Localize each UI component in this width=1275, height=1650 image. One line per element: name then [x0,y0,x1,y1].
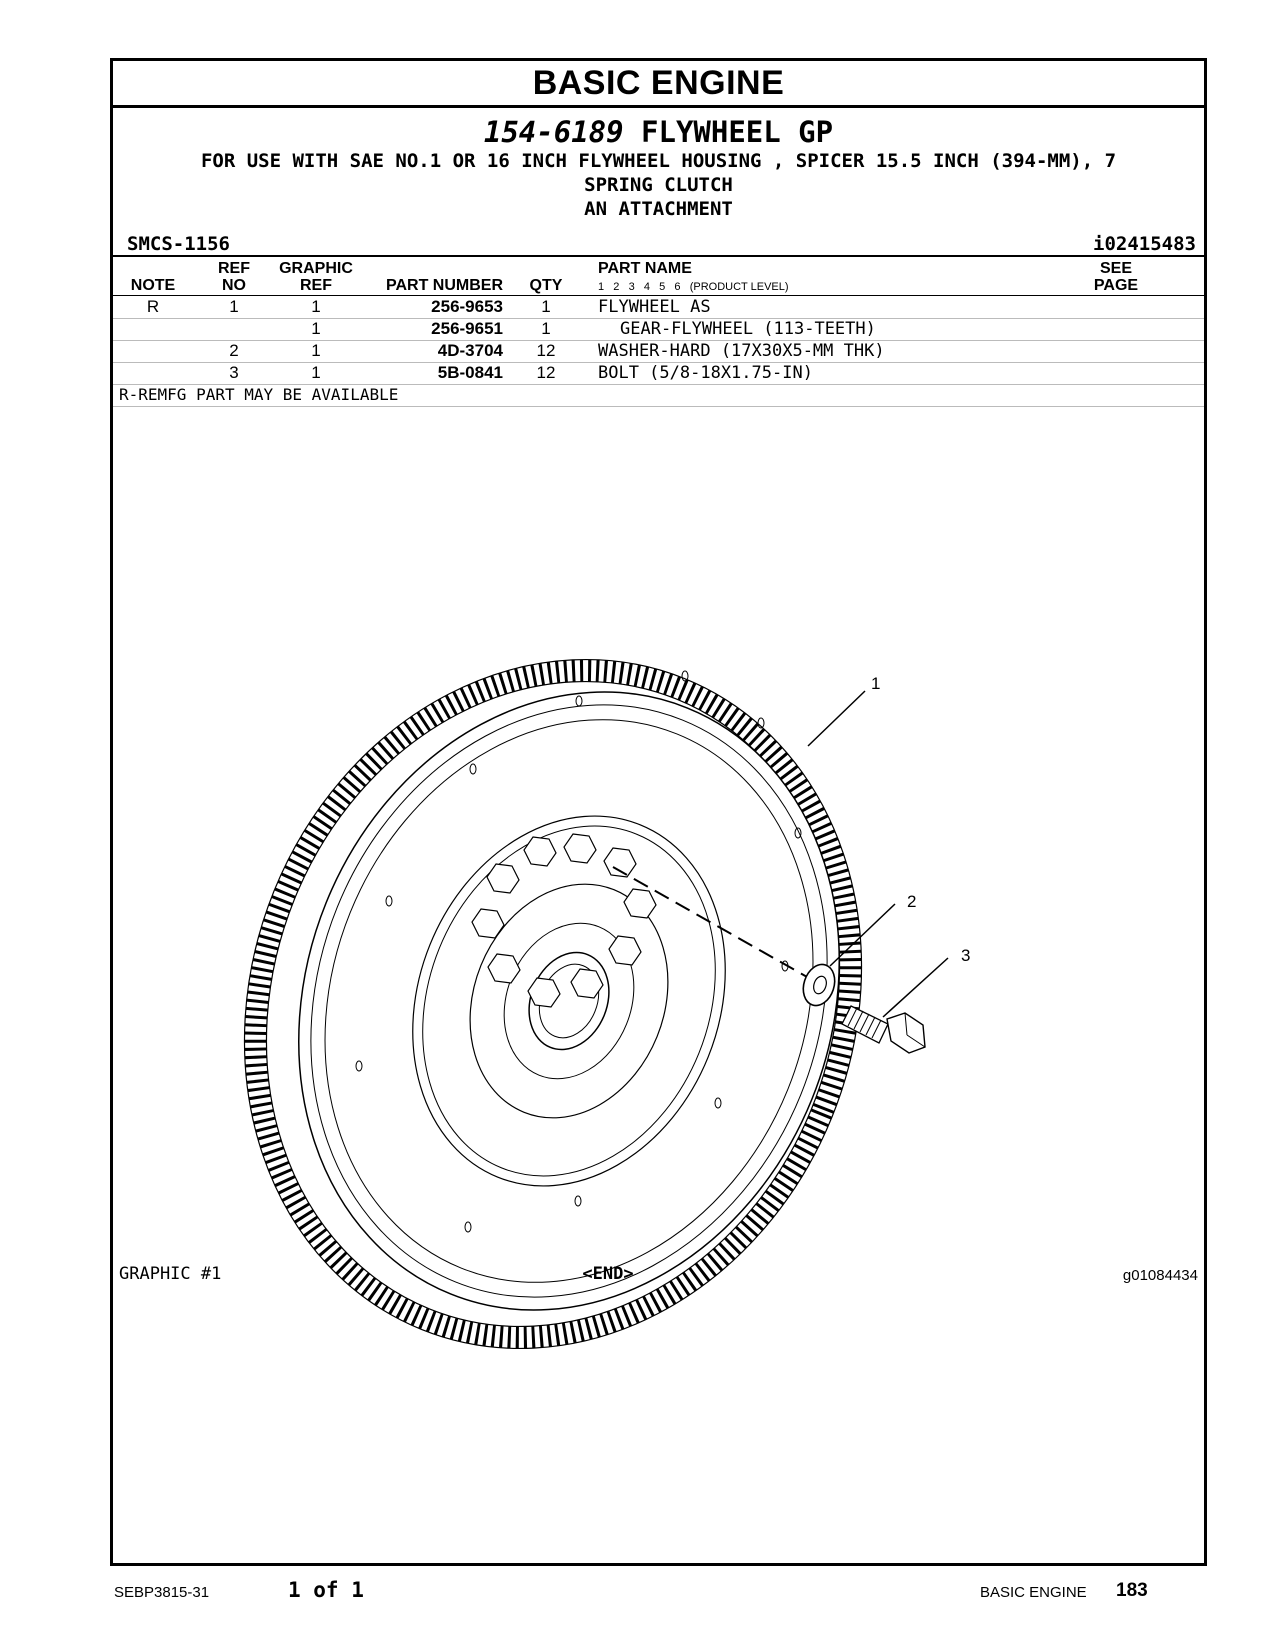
col-part-number: PART NUMBER [385,277,503,294]
group-description-2: SPRING CLUTCH [584,174,733,196]
row-rule [113,362,1204,363]
group-part-number[interactable]: 154-6189 [483,115,624,149]
section-title: BASIC ENGINE [113,61,1204,108]
bolt [841,1005,926,1054]
col-see-page-top: SEE [1099,260,1132,277]
col-graphic-ref-top: GRAPHIC [279,260,353,277]
row-3-qty: 12 [536,341,556,360]
row-1-part-name: FLYWHEEL AS [598,297,711,317]
table-top-rule [113,255,1204,257]
row-2-part-number[interactable]: 256-9651 [431,319,503,338]
row-rule [113,384,1204,385]
page-of: 1 of 1 [288,1578,364,1602]
row-2-qty: 1 [541,319,551,338]
callout-1[interactable]: 1 [871,674,880,693]
flywheel-illustration: 1 2 3 [243,658,970,1350]
row-1-qty: 1 [541,297,551,316]
row-3-part-number[interactable]: 4D-3704 [437,341,503,360]
document-id: i02415483 [1093,233,1196,255]
col-part-name: PART NAME [598,260,692,277]
page-number: 183 [1116,1580,1148,1601]
callout-3[interactable]: 3 [961,946,970,965]
graphic-label: GRAPHIC #1 [119,1264,222,1284]
washer [802,963,836,1007]
col-see-page-bottom: PAGE [1093,277,1139,294]
mounting-holes [355,670,802,1233]
row-rule [113,318,1204,319]
row-1-part-number[interactable]: 256-9653 [431,297,503,316]
page-frame: BASIC ENGINE 154-6189 FLYWHEEL GP FOR US… [110,58,1207,1566]
group-name: FLYWHEEL GP [641,115,834,149]
row-4-part-number[interactable]: 5B-0841 [437,363,503,382]
assembly-centerline [612,866,824,987]
row-2-part-name: GEAR-FLYWHEEL (113-TEETH) [620,319,876,339]
group-title: 154-6189 FLYWHEEL GP [113,115,1204,149]
row-1-note: R [146,297,160,316]
col-graphic-ref-bottom: REF [300,277,332,294]
footer-section: BASIC ENGINE [980,1584,1087,1601]
row-4-ref-no: 3 [229,363,239,382]
row-3-part-name: WASHER-HARD (17X30X5-MM THK) [598,341,885,361]
col-ref-no-top: REF [218,260,250,277]
note-rule [113,406,1204,407]
header-rule [113,295,1204,296]
graphic-id: g01084434 [1122,1267,1198,1284]
row-4-qty: 12 [536,363,556,382]
smcs-code: SMCS-1156 [127,233,230,255]
hub-bolt-heads [471,833,657,1008]
group-description-1: FOR USE WITH SAE NO.1 OR 16 INCH FLYWHEE… [200,150,1117,172]
col-ref-no-bottom: NO [222,277,246,294]
row-2-graphic-ref: 1 [311,319,321,338]
row-1-ref-no: 1 [229,297,239,316]
row-1-graphic-ref: 1 [311,297,321,316]
row-rule [113,340,1204,341]
col-note: NOTE [130,277,176,294]
callout-2[interactable]: 2 [907,892,916,911]
row-3-ref-no: 2 [229,341,239,360]
publication-number: SEBP3815-31 [114,1584,210,1601]
col-qty: QTY [529,277,563,294]
remfg-note: R-REMFG PART MAY BE AVAILABLE [119,385,399,404]
row-4-graphic-ref: 1 [311,363,321,382]
row-4-part-name: BOLT (5/8-18X1.75-IN) [598,363,813,383]
group-description-3: AN ATTACHMENT [584,198,733,220]
row-3-graphic-ref: 1 [311,341,321,360]
col-product-level: 1 2 3 4 5 6 (PRODUCT LEVEL) [598,281,789,293]
end-marker: <END> [582,1264,634,1284]
leader-lines [807,690,949,1018]
